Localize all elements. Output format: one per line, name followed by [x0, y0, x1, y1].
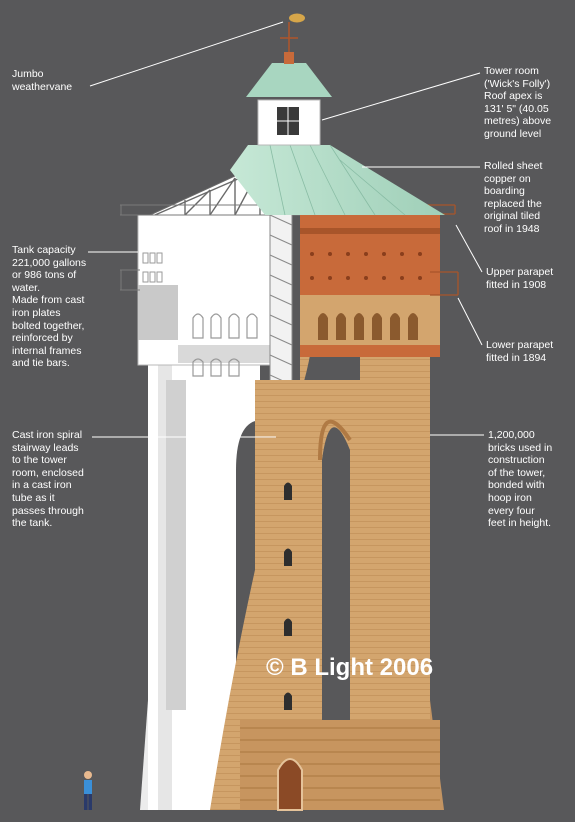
label-copper-roof: Rolled sheet copper on boarding replaced… — [484, 160, 543, 235]
human-scale-figure — [84, 771, 92, 810]
lower-parapet-rail — [430, 271, 459, 296]
label-weathervane: Jumbo weathervane — [12, 68, 73, 93]
stair-windows — [284, 482, 292, 710]
label-stairway: Cast iron spiral stairway leads to the t… — [12, 429, 84, 530]
label-upper-parapet: Upper parapet fitted in 1908 — [486, 266, 554, 291]
cutaway-inner-wall — [166, 380, 186, 710]
label-bricks: 1,200,000 bricks used in construction of… — [488, 429, 553, 530]
brick-plinth — [240, 720, 440, 810]
brick-tower — [210, 215, 444, 811]
copper-roof — [230, 145, 445, 215]
cutaway-section — [120, 159, 300, 810]
jumbo-weathervane-icon — [289, 13, 305, 23]
cutaway-tank-windows — [192, 313, 258, 377]
copyright-watermark: © B Light 2006 — [266, 654, 434, 681]
label-tower-room: Tower room ('Wick's Folly') Roof apex is… — [484, 65, 552, 140]
entrance-door — [277, 758, 303, 811]
leader-tower-room — [321, 72, 481, 121]
leader-upper-parapet — [455, 224, 483, 273]
brick-arch-opening — [322, 427, 350, 810]
label-lower-parapet: Lower parapet fitted in 1894 — [486, 339, 554, 364]
label-tank: Tank capacity 221,000 gallons or 986 ton… — [12, 244, 87, 370]
copper-tank-cladding — [290, 204, 459, 357]
leader-weathervane — [89, 21, 284, 87]
leader-lower-parapet — [457, 297, 483, 346]
roof-and-tower-room — [230, 13, 445, 216]
tower-room-roof — [246, 63, 332, 97]
leader-lines — [88, 21, 484, 438]
